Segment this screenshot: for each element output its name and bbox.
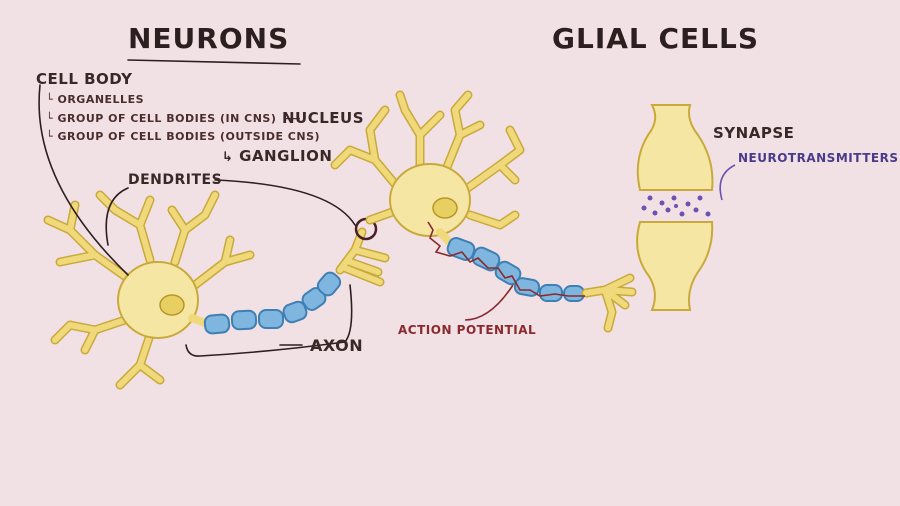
neuron-left: [43, 190, 390, 390]
list-item-organelles: └ ORGANELLES: [46, 93, 144, 106]
presynaptic-terminal: [636, 104, 714, 191]
arrow-hook-icon: ↳: [222, 150, 234, 165]
label-cell-body: CELL BODY: [36, 70, 133, 88]
title-neurons: NEURONS: [128, 22, 290, 55]
synapse-illustration: [636, 104, 736, 311]
title-underline: [127, 59, 301, 65]
action-potential-wave: [427, 221, 585, 297]
axon-bracket: [185, 284, 353, 357]
list-item-ganglion: ↳ GANGLION: [222, 147, 332, 165]
label-nucleus: NUCLEUS: [282, 109, 365, 127]
neuron-left-nucleus: [159, 294, 185, 316]
title-glial-cells: GLIAL CELLS: [552, 22, 760, 55]
neuron-right-myelin-sheath: [446, 237, 585, 302]
neurotransmitters-pointer: [719, 164, 736, 201]
myelin-segment: [316, 271, 342, 297]
list-item-group-cns: └ GROUP OF CELL BODIES (IN CNS) ⟶: [46, 112, 301, 125]
sub-bracket-icon: └: [46, 93, 54, 106]
myelin-segment: [258, 309, 284, 329]
myelin-segment: [539, 284, 563, 302]
list-item-group-outside: └ GROUP OF CELL BODIES (OUTSIDE CNS): [46, 130, 320, 143]
label-group-cns: GROUP OF CELL BODIES (IN CNS): [57, 112, 277, 125]
sub-bracket-icon: └: [46, 112, 54, 125]
myelin-segment: [471, 246, 501, 272]
label-dendrites: DENDRITES: [128, 172, 223, 188]
myelin-segment: [563, 285, 585, 302]
label-axon: AXON: [310, 336, 364, 355]
neuron-right: [330, 90, 637, 333]
action-potential-leader: [464, 284, 514, 321]
neuron-left-cell-body: [117, 261, 199, 339]
label-ganglion: GANGLION: [239, 147, 333, 165]
myelin-segment: [282, 300, 308, 324]
neuron-right-nucleus: [432, 197, 458, 219]
cell-body-leader: [38, 84, 129, 276]
neurotransmitter-dots: [641, 195, 711, 217]
label-synapse: SYNAPSE: [713, 124, 795, 142]
postsynaptic-terminal: [636, 221, 714, 311]
myelin-segment: [203, 313, 231, 335]
myelin-segment: [230, 309, 258, 331]
neuron-right-axon-terminal: [581, 273, 637, 333]
label-organelles: ORGANELLES: [57, 93, 145, 106]
sub-bracket-icon: └: [46, 130, 54, 143]
neuron-right-dendrites: [330, 90, 525, 230]
label-neurotransmitters: NEUROTRANSMITTERS: [738, 151, 899, 165]
arrow-right-icon: ⟶: [284, 112, 302, 125]
neuron-left-dendrites: [43, 190, 255, 390]
label-group-outside: GROUP OF CELL BODIES (OUTSIDE CNS): [57, 130, 321, 143]
dendrites-leader-left: [105, 187, 129, 246]
label-action-potential: ACTION POTENTIAL: [398, 323, 537, 337]
neuron-left-myelin-sheath: [203, 271, 342, 335]
neuron-left-axon-terminal: [335, 227, 390, 287]
dendrites-leader-right: [214, 179, 356, 226]
